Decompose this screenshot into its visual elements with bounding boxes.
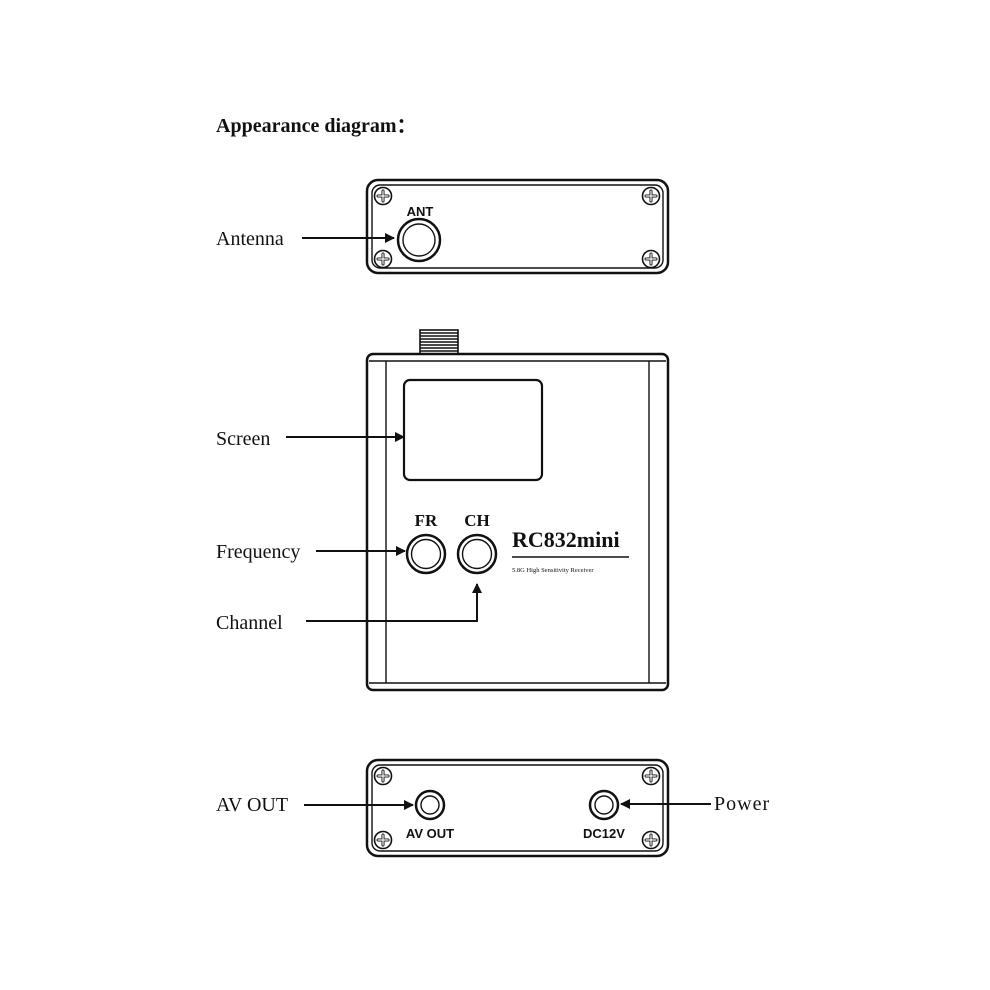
ant-port-label: ANT: [407, 204, 434, 219]
page-title: Appearance diagram：: [216, 115, 417, 137]
model-name: RC832mini: [512, 527, 620, 552]
av-out-port: [414, 789, 446, 821]
screen-callout-label: Screen: [216, 428, 270, 450]
antenna-callout-label: Antenna: [216, 228, 284, 250]
screw-icon: [373, 249, 393, 269]
ch-button: [456, 533, 498, 575]
fr-button: [405, 533, 447, 575]
screw-icon: [641, 830, 661, 850]
screw-icon: [373, 766, 393, 786]
top-panel: ANT: [365, 178, 670, 275]
screw-icon: [641, 249, 661, 269]
av-out-callout-label: AV OUT: [216, 794, 288, 816]
top-panel-inner: [371, 184, 664, 269]
bottom-panel-inner: [371, 764, 664, 852]
fr-button-label: FR: [415, 511, 438, 530]
ch-button-label: CH: [464, 511, 490, 530]
bottom-panel-outer: [365, 758, 670, 858]
model-subtitle: 5.8G High Sensitivity Receiver: [512, 567, 594, 574]
screw-icon: [641, 186, 661, 206]
dc12v-port-label: DC12V: [583, 826, 625, 841]
av-out-port-label: AV OUT: [406, 826, 454, 841]
frequency-callout-label: Frequency: [216, 541, 300, 563]
channel-arrow: [306, 583, 482, 622]
screw-icon: [373, 830, 393, 850]
bottom-panel: AV OUT DC12V: [365, 758, 670, 858]
screw-icon: [373, 186, 393, 206]
screen-display: [402, 378, 544, 482]
dc12v-port: [588, 789, 620, 821]
screw-icon: [641, 766, 661, 786]
sma-connector-icon: [419, 329, 459, 357]
top-panel-outer: [365, 178, 670, 275]
power-callout-label: Power: [714, 793, 770, 815]
front-panel: FR CH RC832mini 5.8G High Sensitivity Re…: [365, 329, 670, 692]
antenna-port: [396, 217, 442, 263]
channel-callout-label: Channel: [216, 612, 283, 634]
